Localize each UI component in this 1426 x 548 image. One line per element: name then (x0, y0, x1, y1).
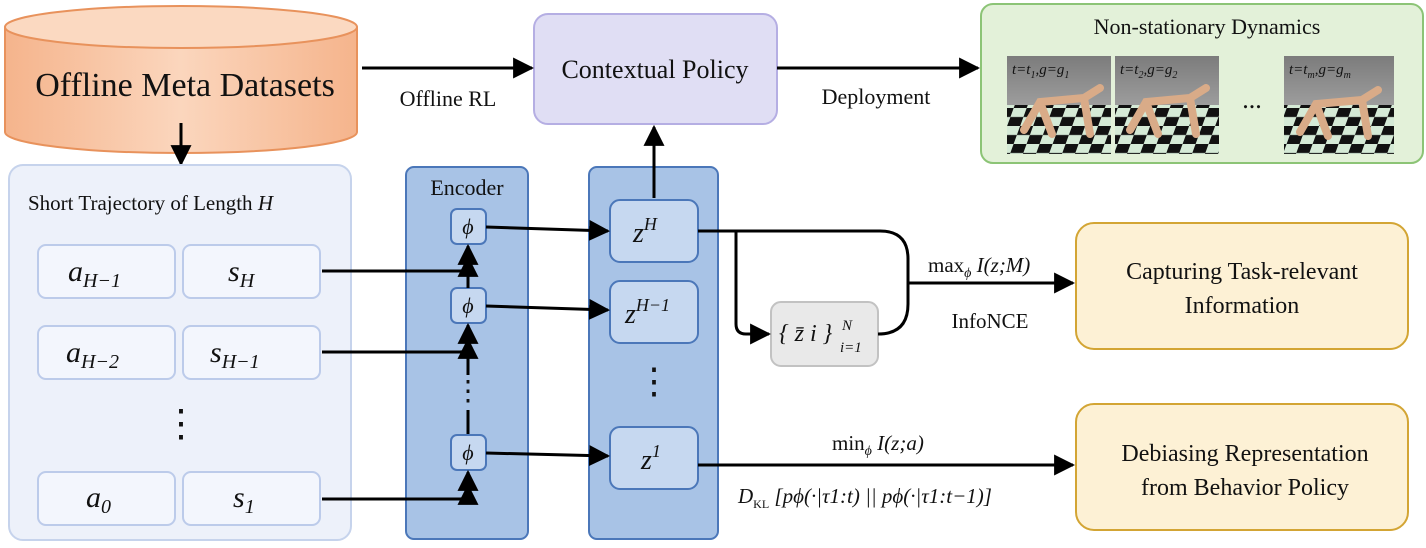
frame-m-g: g (1318, 62, 1326, 78)
frame-m-t: t (1289, 62, 1294, 78)
non-stationary-dynamics: Non-stationary Dynamics t=t1,g=g1 t=t2,g… (980, 3, 1424, 164)
frame-1-t: t (1012, 62, 1017, 78)
token-s-1: s1 (233, 481, 255, 518)
trajectory-panel: Short Trajectory of Length H aH−1 sH aH−… (8, 164, 352, 541)
svg-text:t=t2,g=g2: t=t2,g=g2 (1120, 62, 1177, 81)
token-s-h: sH (228, 255, 256, 292)
min-objective: minϕ I(z;a) (832, 431, 924, 459)
frame-2-t-sub: 2 (1138, 70, 1143, 81)
token-a-h-1: aH−1 (68, 255, 121, 292)
encoder-title: Encoder (430, 175, 504, 200)
capture-line-2: Information (1185, 293, 1300, 319)
env-frame-2: t=t2,g=g2 (1115, 56, 1219, 154)
debias-representation-box: Debiasing Representation from Behavior P… (1075, 403, 1409, 531)
phi-node-h: ϕ (462, 214, 473, 239)
edge-offline-rl: Offline RL (400, 86, 497, 111)
latent-z-1: z1 (640, 441, 661, 476)
negatives-box: { z̄ i } N i=1 (770, 301, 879, 367)
svg-text:t=tm,g=gm: t=tm,g=gm (1289, 62, 1351, 81)
infonce-paths (698, 229, 1076, 345)
phi-to-latent-arrows (485, 219, 611, 467)
negatives-label: { z̄ i } (779, 321, 833, 347)
trajectory-title-var: H (257, 191, 275, 215)
latent-vdots: ⋮ (636, 361, 672, 401)
latent-z-h: zH (632, 214, 658, 249)
frame-1-t-sub: 1 (1030, 70, 1035, 81)
negatives-sup: N (841, 318, 853, 334)
negatives-sub: i=1 (840, 340, 862, 356)
token-to-encoder-arrows (322, 255, 479, 505)
infonce-label: InfoNCE (952, 309, 1029, 333)
frame-2-g-sub: 2 (1172, 70, 1177, 81)
frame-1-g-sub: 1 (1064, 70, 1069, 81)
capture-line-1: Capturing Task-relevant (1126, 259, 1358, 285)
policy-label: Contextual Policy (561, 55, 748, 84)
frame-2-t-sym: t (1134, 62, 1139, 78)
debias-line-2: from Behavior Policy (1141, 475, 1349, 501)
datasets-label: Offline Meta Datasets (35, 67, 335, 104)
max-objective: maxϕ I(z;M) (928, 253, 1030, 281)
frame-2-g-sym: g (1165, 62, 1173, 78)
offline-meta-datasets: Offline Meta Datasets (4, 5, 358, 154)
latent-column: zH zH−1 ⋮ z1 (588, 166, 719, 540)
svg-text:t=t1,g=g1: t=t1,g=g1 (1012, 62, 1069, 81)
token-a-0: a0 (86, 481, 111, 518)
dynamics-title: Non-stationary Dynamics (1094, 14, 1321, 39)
phi-node-h-1: ϕ (462, 293, 473, 318)
frame-m-g-sym: g (1336, 62, 1344, 78)
encoder-vdots: ⋮ (454, 376, 482, 407)
dkl-objective: DKL [pϕ(·|τ1:t) || pϕ(·|τ1:t−1)] (737, 484, 992, 511)
env-frame-1: t=t1,g=g1 (1007, 56, 1111, 154)
env-frame-m: t=tm,g=gm (1284, 56, 1394, 154)
edge-deployment: Deployment (822, 84, 931, 109)
frame-2-t: t (1120, 62, 1125, 78)
contextual-policy-box: Contextual Policy (533, 13, 778, 125)
frame-m-t-sub: m (1307, 70, 1314, 81)
frame-1-t-sym: t (1026, 62, 1031, 78)
latent-z-h-1: zH−1 (624, 295, 670, 330)
frame-m-t-sym: t (1303, 62, 1308, 78)
trajectory-title: Short Trajectory of Length H (28, 191, 275, 215)
capture-task-info-box: Capturing Task-relevant Information (1075, 222, 1409, 350)
frame-1-g-sym: g (1057, 62, 1065, 78)
phi-node-1: ϕ (462, 440, 473, 465)
frame-2-g: g (1147, 62, 1155, 78)
frame-m-g-sub: m (1344, 70, 1351, 81)
trajectory-title-text: Short Trajectory of Length (28, 191, 258, 215)
token-a-h-2: aH−2 (66, 336, 119, 373)
frame-1-g: g (1039, 62, 1047, 78)
frames-ellipsis: ... (1242, 85, 1262, 114)
token-s-h-1: sH−1 (210, 336, 260, 373)
trajectory-vdots: ⋮ (162, 403, 200, 445)
debias-line-1: Debiasing Representation (1121, 441, 1368, 467)
